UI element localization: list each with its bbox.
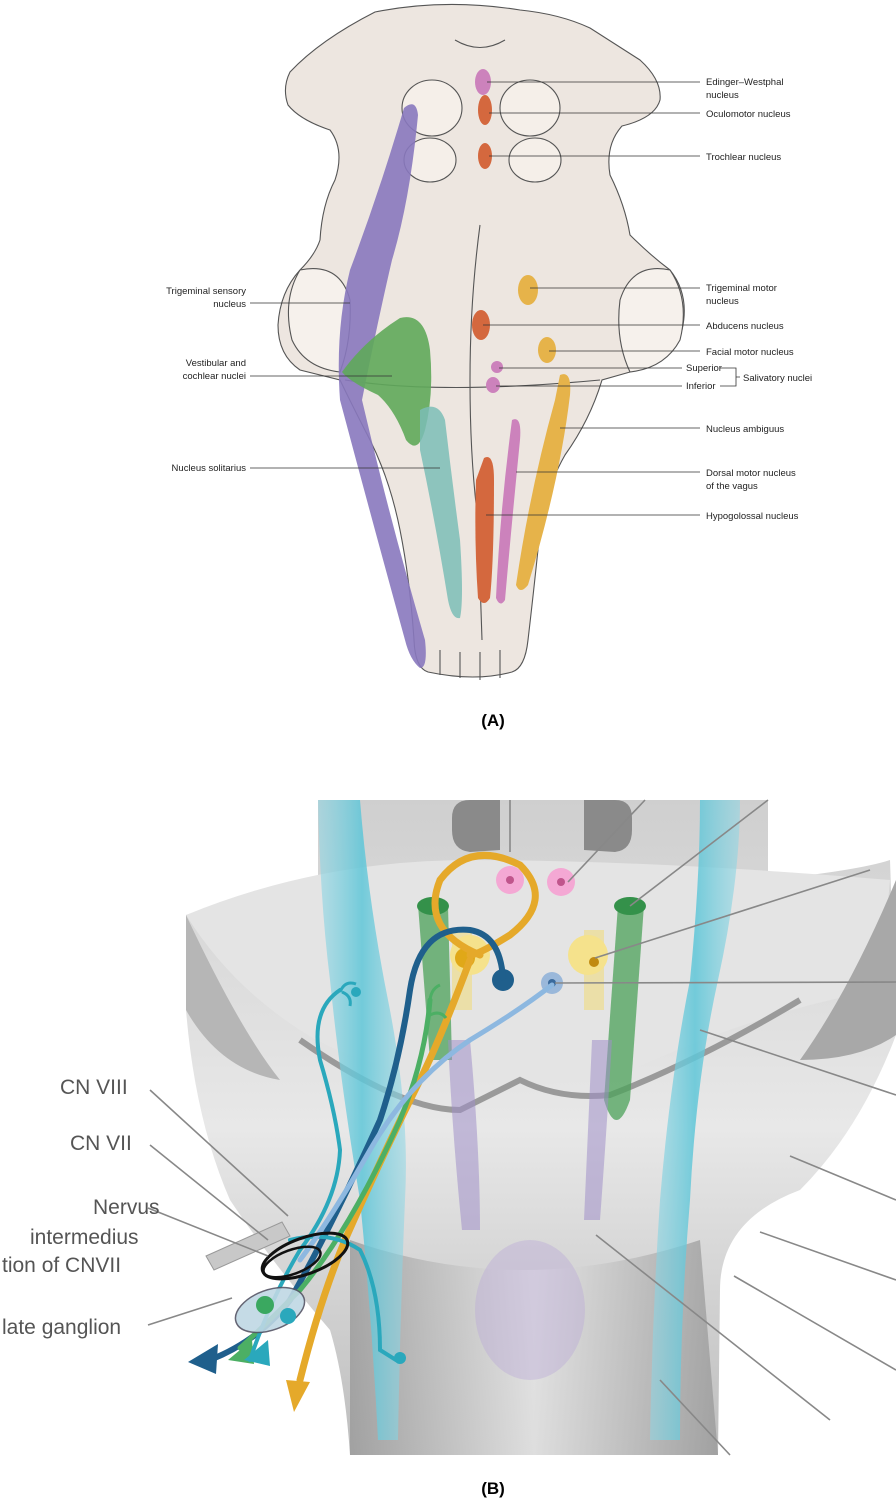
leader-b-right-3 — [699, 1029, 896, 1096]
green-fiber-branch — [428, 983, 448, 1019]
leader-b-top-2 — [567, 799, 646, 883]
leader-b-right-4 — [789, 1155, 896, 1201]
label-trig-sensory-2: nucleus — [213, 299, 246, 310]
trigeminal-motor-nucleus — [518, 275, 538, 305]
label-nervus-2: intermedius — [30, 1226, 139, 1249]
hypoglossal-nucleus — [475, 456, 494, 603]
nerve-ring-inner — [262, 1245, 322, 1279]
spinal-striations — [439, 650, 501, 680]
teal-lower-dot — [394, 1352, 406, 1364]
label-nervus-1: Nervus — [93, 1196, 160, 1219]
label-inferior: Inferior — [686, 381, 716, 392]
lavender-column-right — [584, 1040, 612, 1220]
ventricle-edge-right — [800, 880, 896, 1060]
label-edinger-2: nucleus — [706, 90, 739, 101]
median-sulcus — [469, 224, 483, 641]
leader-nervus — [147, 1207, 269, 1257]
cyan-tract-right — [650, 800, 740, 1440]
leader-b-right-2 — [554, 981, 896, 984]
label-vestibular-2: cochlear nuclei — [183, 371, 246, 382]
cyan-tract-left — [318, 800, 406, 1440]
leader-b-right-7 — [595, 1234, 831, 1421]
right-pons-lobe — [618, 268, 684, 373]
leader-b-right-1 — [594, 869, 871, 959]
pink-center-right — [557, 878, 565, 886]
label-trig-motor-1: Trigeminal motor — [706, 283, 777, 294]
label-dorsal-vagus-1: Dorsal motor nucleus — [706, 468, 796, 479]
label-superior: Superior — [686, 363, 722, 374]
trigeminal-sensory-nucleus — [338, 104, 426, 669]
label-trig-sensory-1: Trigeminal sensory — [166, 286, 246, 297]
trochlear-nucleus — [478, 143, 492, 169]
brainstem-outline — [277, 3, 685, 678]
abducens-nucleus — [472, 310, 490, 340]
caption-b: (B) — [481, 1479, 505, 1498]
lower-medulla — [350, 1240, 718, 1455]
pineal-line — [454, 39, 506, 49]
nucleus-solitarius — [420, 406, 462, 619]
dark-blue-arrow — [188, 1344, 218, 1374]
label-facial-motor: Facial motor nucleus — [706, 347, 794, 358]
leader-b-top-3 — [629, 799, 769, 907]
label-solitarius: Nucleus solitarius — [172, 463, 247, 474]
grey-nerve-stub — [205, 1221, 291, 1271]
label-cn7: CN VII — [70, 1132, 132, 1155]
label-nervus-3: tion of CNVII — [2, 1254, 121, 1277]
leader-ganglion — [147, 1297, 233, 1326]
vestibular-cochlear-nuclei — [342, 317, 432, 446]
label-hypoglossal: Hypogolossal nucleus — [706, 511, 799, 522]
lavender-column-left — [448, 1040, 480, 1230]
label-cn8: CN VIII — [60, 1076, 128, 1099]
inferior-salivatory-nucleus — [486, 377, 500, 393]
teal-arrow — [244, 1340, 270, 1366]
teal-fiber-ending — [338, 981, 357, 1007]
yellow-core-right — [589, 957, 599, 967]
panel-b: CN VIII CN VII Nervus intermedius tion o… — [2, 799, 896, 1498]
oculomotor-nucleus — [478, 95, 492, 125]
label-trig-motor-2: nucleus — [706, 296, 739, 307]
caption-a: (A) — [481, 711, 505, 730]
label-abducens: Abducens nucleus — [706, 321, 784, 332]
leader-b-right-6 — [733, 1275, 896, 1371]
leader-b-right-8 — [659, 1379, 731, 1456]
label-ambiguus: Nucleus ambiguus — [706, 424, 784, 435]
leader-cn8 — [149, 1089, 289, 1217]
grey-column-right — [584, 800, 632, 852]
grey-column-left — [452, 800, 500, 852]
dorsal-motor-nucleus-vagus — [496, 419, 521, 604]
lavender-blob — [475, 1240, 585, 1380]
leader-cn7 — [149, 1144, 269, 1241]
salivatory-bracket — [720, 367, 740, 387]
right-superior-colliculus — [499, 79, 561, 137]
edinger-westphal-nucleus — [475, 69, 491, 95]
gold-arrow — [286, 1380, 310, 1412]
teal-ending-dot — [351, 987, 361, 997]
nucleus-ambiguus — [516, 374, 571, 590]
superior-salivatory-nucleus — [491, 361, 503, 373]
label-vestibular-1: Vestibular and — [186, 358, 246, 369]
panel-a: Edinger–Westphal nucleus Oculomotor nucl… — [166, 3, 812, 730]
label-oculomotor: Oculomotor nucleus — [706, 109, 791, 120]
facial-motor-nucleus — [538, 337, 556, 363]
right-inferior-colliculus — [508, 137, 562, 183]
label-dorsal-vagus-2: of the vagus — [706, 481, 758, 492]
ganglion-cell-teal — [280, 1308, 296, 1324]
light-blue-fiber — [297, 982, 555, 1263]
pink-center-left — [506, 876, 514, 884]
leader-b-right-5 — [759, 1231, 896, 1281]
label-edinger-1: Edinger–Westphal — [706, 77, 783, 88]
gold-fiber-loop — [431, 851, 539, 959]
label-trochlear: Trochlear nucleus — [706, 152, 781, 163]
green-column-right — [604, 900, 644, 1120]
label-ganglion: late ganglion — [2, 1316, 121, 1339]
ganglion-cell-green — [256, 1296, 274, 1314]
label-salivatory: Salivatory nuclei — [743, 373, 812, 384]
ventricle-edge-left — [186, 915, 280, 1080]
